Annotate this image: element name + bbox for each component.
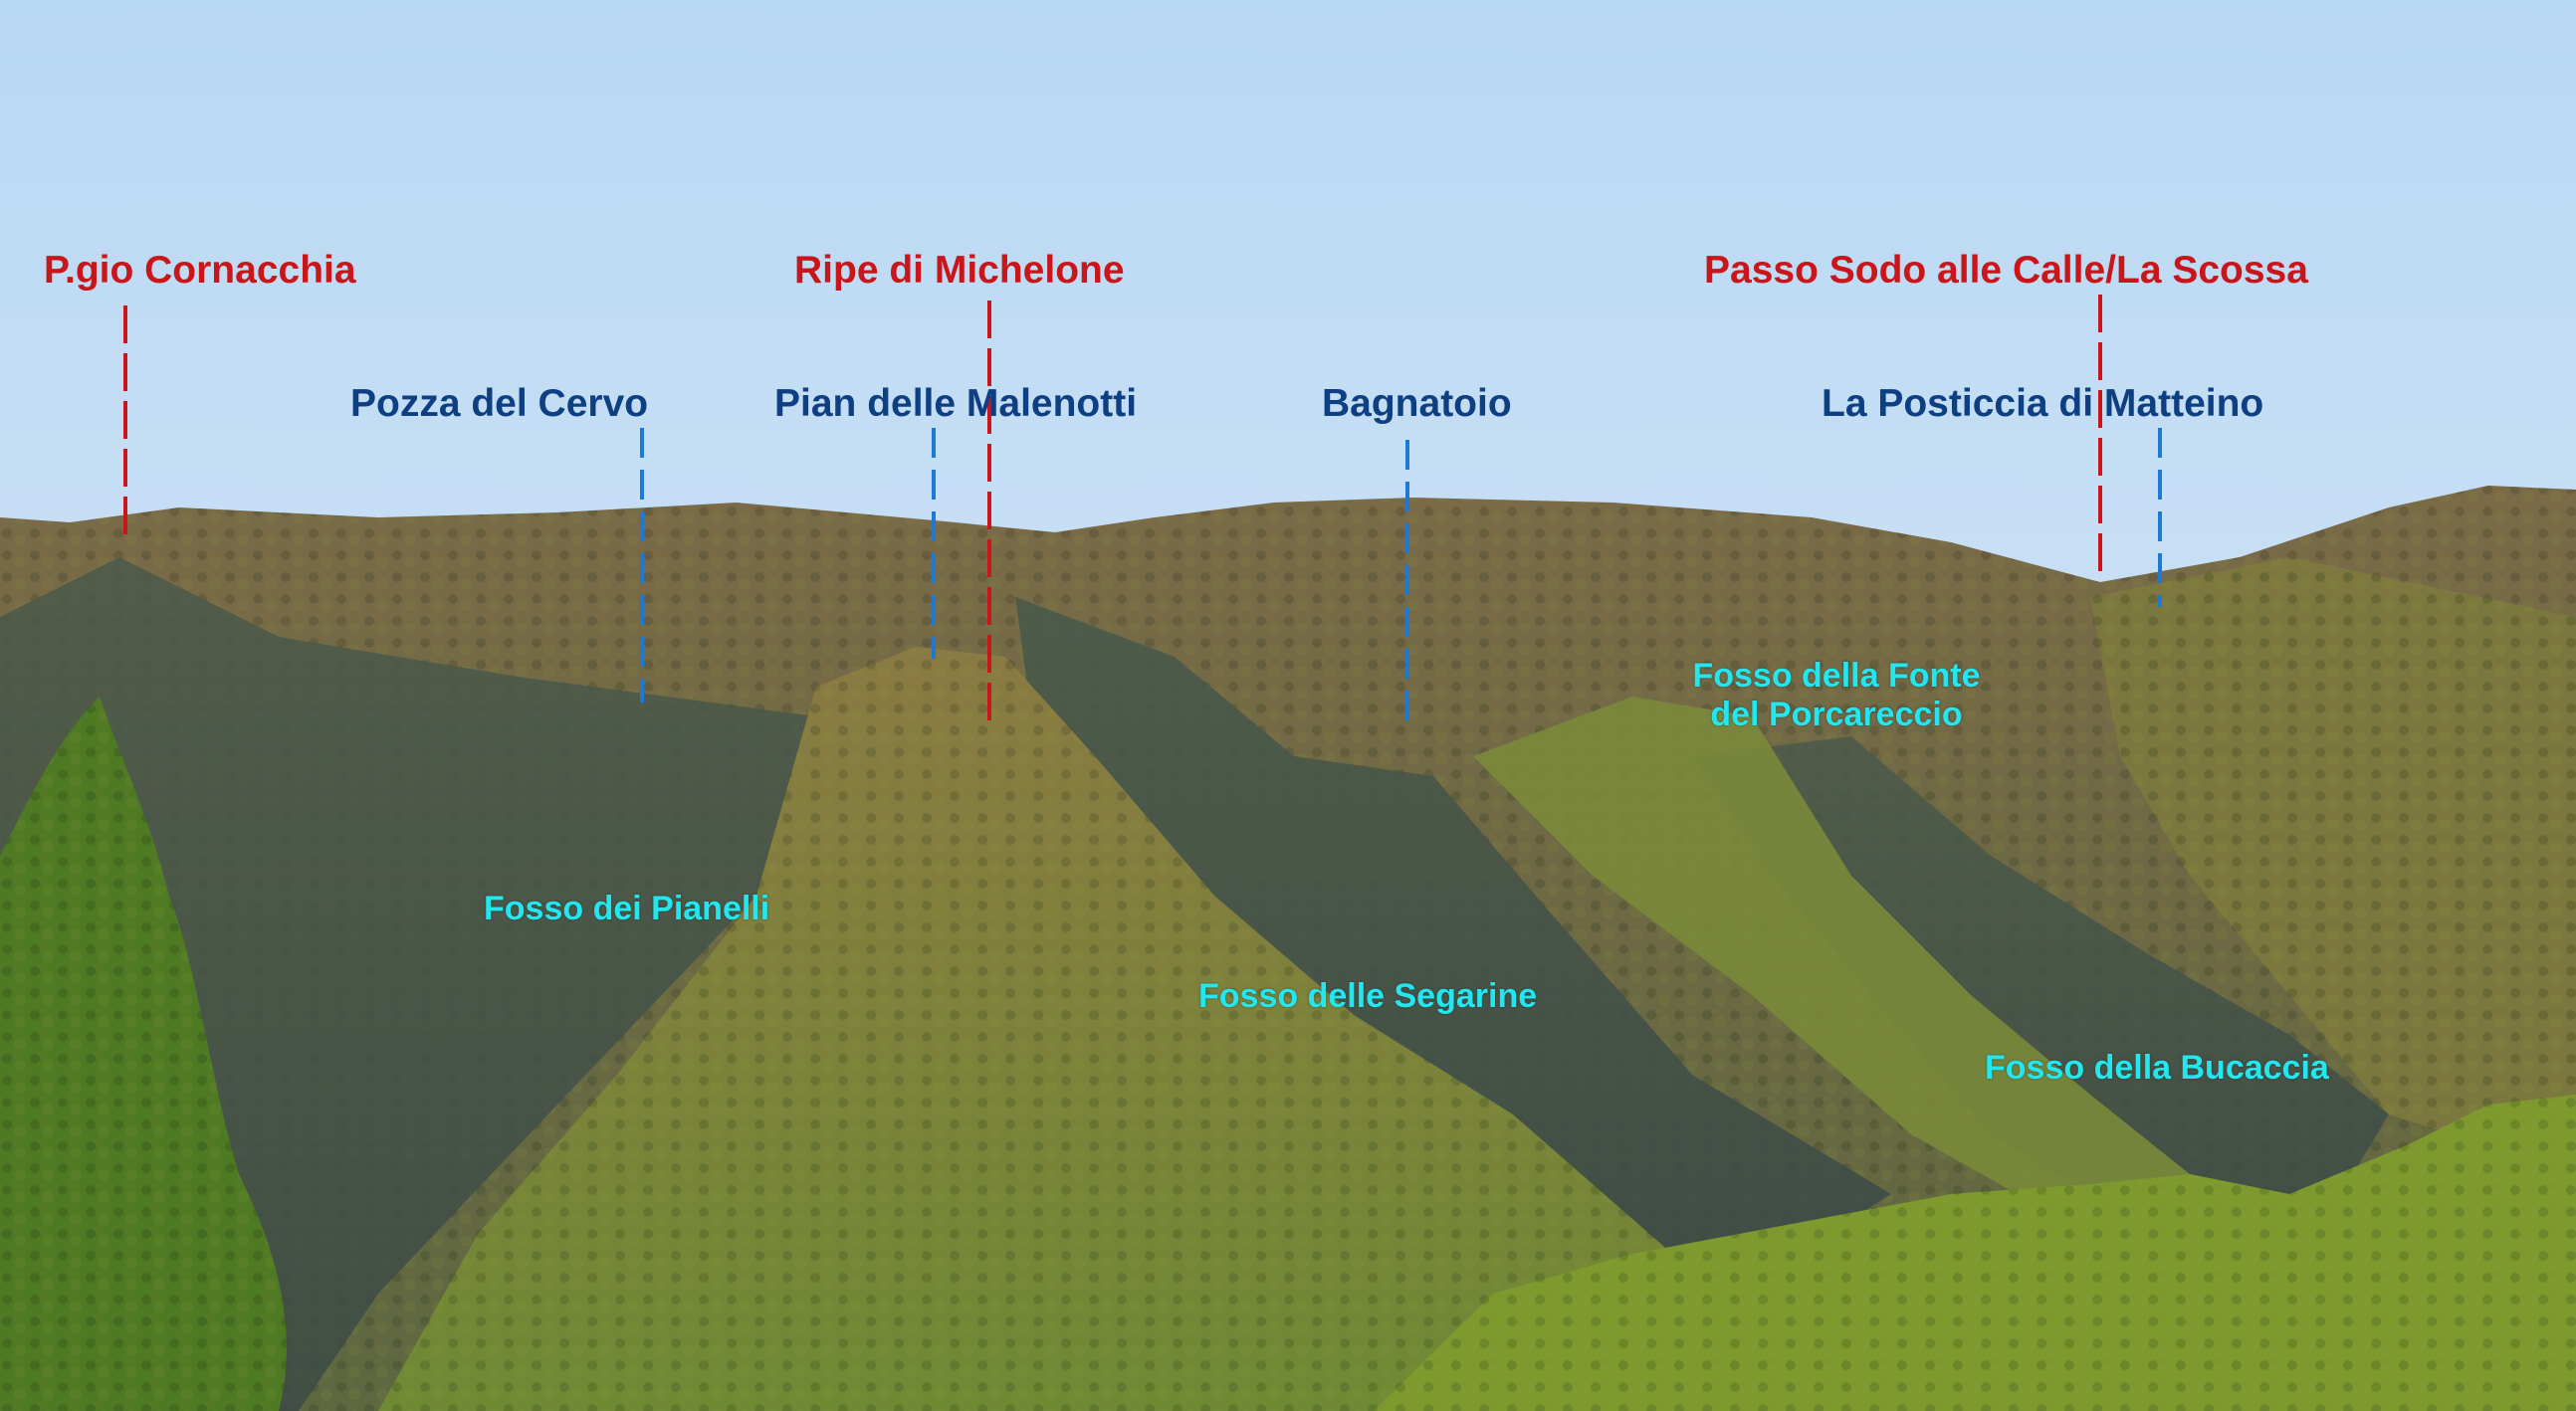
label-fosso-della-bucaccia: Fosso della Bucaccia	[1985, 1049, 2329, 1087]
label-bagnatoio: Bagnatoio	[1322, 382, 1512, 425]
label-la-posticcia: La Posticcia di Matteino	[1822, 382, 2264, 425]
label-ripe-di-michelone: Ripe di Michelone	[794, 249, 1125, 292]
label-pgio-cornacchia: P.gio Cornacchia	[44, 249, 356, 292]
label-fosso-dei-pianelli: Fosso dei Pianelli	[484, 890, 770, 927]
valley-shadow-center	[1015, 597, 1891, 1284]
label-fosso-della-fonte: Fosso della Fonte del Porcareccio	[1662, 657, 2011, 734]
label-pian-delle-malenotti: Pian delle Malenotti	[774, 382, 1138, 425]
label-fosso-della-fonte-line1: Fosso della Fonte	[1692, 657, 1981, 695]
label-fosso-della-fonte-line2: del Porcareccio	[1710, 696, 1963, 734]
valley-shadow-right	[1692, 736, 2389, 1224]
label-passo-sodo: Passo Sodo alle Calle/La Scossa	[1704, 249, 2308, 292]
label-fosso-delle-segarine: Fosso delle Segarine	[1198, 977, 1538, 1015]
label-pozza-del-cervo: Pozza del Cervo	[350, 382, 649, 425]
sunlit-spur-right	[1473, 697, 2190, 1224]
